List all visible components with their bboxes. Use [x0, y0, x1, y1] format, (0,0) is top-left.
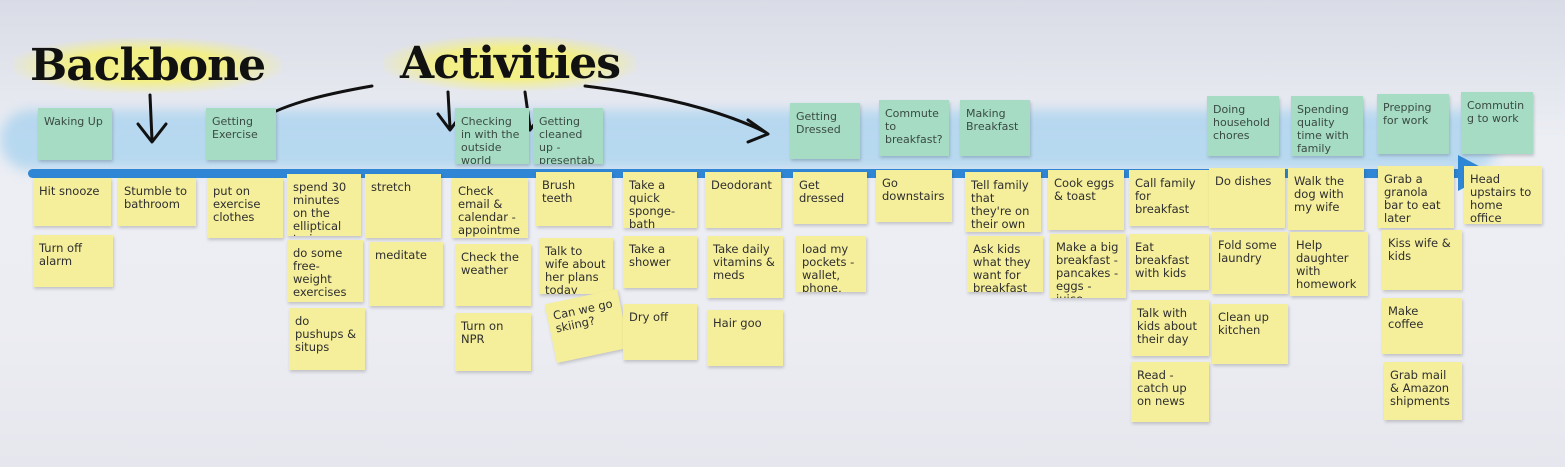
activities-label: Activities [384, 36, 637, 91]
activity-note: Getting cleaned up - presentable [533, 108, 603, 164]
task-note: do some free-weight exercises [287, 240, 363, 302]
task-note: Turn on NPR [455, 313, 531, 371]
task-note: Check the weather [455, 244, 531, 306]
task-note: Can we go skiing? [544, 288, 630, 364]
task-note: Kiss wife & kids [1382, 230, 1462, 290]
activity-note: Prepping for work [1377, 94, 1449, 154]
task-note: Fold some laundry [1212, 232, 1288, 294]
task-note: meditate [369, 242, 443, 306]
task-note: Deodorant [705, 172, 781, 228]
task-note: Dry off [623, 304, 697, 360]
task-note: Do dishes [1209, 168, 1285, 228]
task-note: Help daughter with homework [1290, 232, 1368, 296]
activity-note: Waking Up [38, 108, 112, 160]
task-note: Make a big breakfast - pancakes - eggs -… [1050, 234, 1126, 298]
activity-note: Doing household chores [1207, 96, 1279, 156]
task-note: Grab a granola bar to eat later [1378, 166, 1454, 228]
task-note: Check email & calendar - appointments? [452, 178, 528, 238]
task-note: Turn off alarm [33, 235, 113, 287]
task-note: spend 30 minutes on the elliptical train… [287, 174, 361, 236]
task-note: Tell family that they're on their own fo… [965, 172, 1041, 232]
task-note: Talk to wife about her plans today [539, 238, 613, 294]
task-note: Hair goo [707, 310, 783, 366]
activity-note: Getting Dressed [790, 103, 860, 159]
task-note: Stumble to bathroom [118, 178, 196, 226]
task-note: Take a shower [623, 236, 697, 288]
task-note: Get dressed [793, 172, 867, 224]
backbone-label: Backbone [14, 38, 282, 93]
task-note: load my pockets - wallet, phone, keys [796, 236, 866, 292]
task-note: Hit snooze [33, 178, 111, 226]
task-note: Walk the dog with my wife [1288, 168, 1364, 230]
task-note: Call family for breakfast [1129, 170, 1209, 226]
task-note: stretch [365, 174, 441, 238]
task-note: Brush teeth [536, 172, 612, 226]
task-note: Take daily vitamins & meds [707, 236, 783, 298]
task-note: Cook eggs & toast [1048, 170, 1124, 230]
task-note: Make coffee [1382, 298, 1462, 354]
activity-note: Checking in with the outside world [455, 108, 529, 164]
task-note: Head upstairs to home office [1464, 166, 1542, 224]
task-note: Grab mail & Amazon shipments [1384, 362, 1462, 420]
activity-note: Spending quality time with family [1291, 96, 1363, 156]
task-note: Eat breakfast with kids [1129, 234, 1209, 290]
activity-note: Getting Exercise [206, 108, 276, 160]
task-note: Talk with kids about their day [1131, 300, 1209, 356]
activity-note: Commute to breakfast? [879, 100, 949, 156]
task-note: Take a quick sponge-bath [623, 172, 697, 228]
task-note: Read - catch up on news [1131, 362, 1209, 422]
activity-note: Commuting to work [1461, 92, 1533, 154]
task-note: Clean up kitchen [1212, 304, 1288, 364]
task-note: put on exercise clothes [207, 178, 283, 238]
activity-note: Making Breakfast [960, 100, 1030, 156]
task-note: Ask kids what they want for breakfast [967, 236, 1043, 292]
task-note: Go downstairs [876, 170, 952, 222]
task-note: do pushups & situps [289, 308, 365, 370]
